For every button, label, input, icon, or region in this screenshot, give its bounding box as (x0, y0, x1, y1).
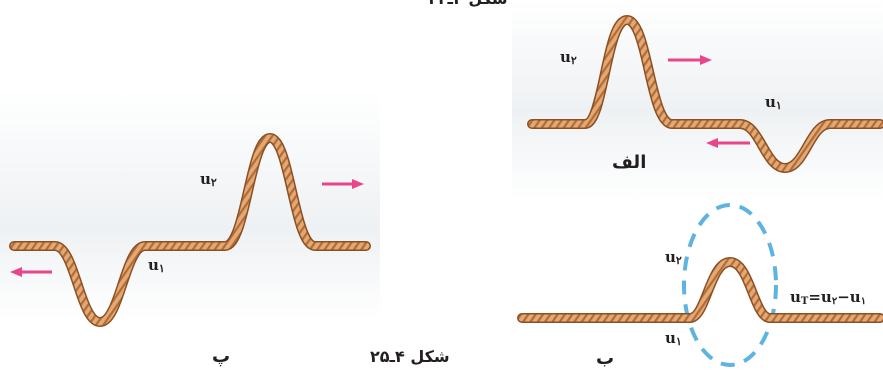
panel-pe-background (0, 90, 380, 320)
panel-be-background (512, 200, 883, 375)
label-u1-pe: u۱ (148, 256, 165, 275)
label-u2-be: u۲ (665, 248, 682, 267)
panel-alef: u۲ u۱ الف (512, 0, 883, 200)
panel-pe-title: پ (212, 346, 230, 367)
arrow-left-pe (10, 267, 52, 277)
arrow-right-alef (668, 55, 712, 65)
label-u2-alef: u۲ (560, 48, 577, 67)
panel-pe: u۲ u۱ (0, 90, 380, 328)
overlap-highlight-ellipse (682, 203, 778, 367)
equation-ut: uT=u۲−u۱ (790, 288, 866, 307)
bottom-figure-caption: شکل ۴ـ۲۵ (370, 347, 450, 366)
label-u2-pe: u۲ (200, 170, 217, 189)
panel-alef-title: الف (612, 152, 646, 173)
label-u1-alef: u۱ (765, 93, 782, 112)
top-figure-caption: شکل ۴ـ۲۴ (428, 0, 508, 8)
arrow-right-pe (322, 179, 364, 189)
panel-alef-background (512, 0, 883, 200)
arrow-left-alef (706, 138, 750, 148)
panel-be: u۲ u۱ uT=u۲−u۱ ب (512, 200, 883, 375)
label-u1-be: u۱ (665, 329, 682, 348)
panel-be-title: ب (596, 348, 614, 369)
